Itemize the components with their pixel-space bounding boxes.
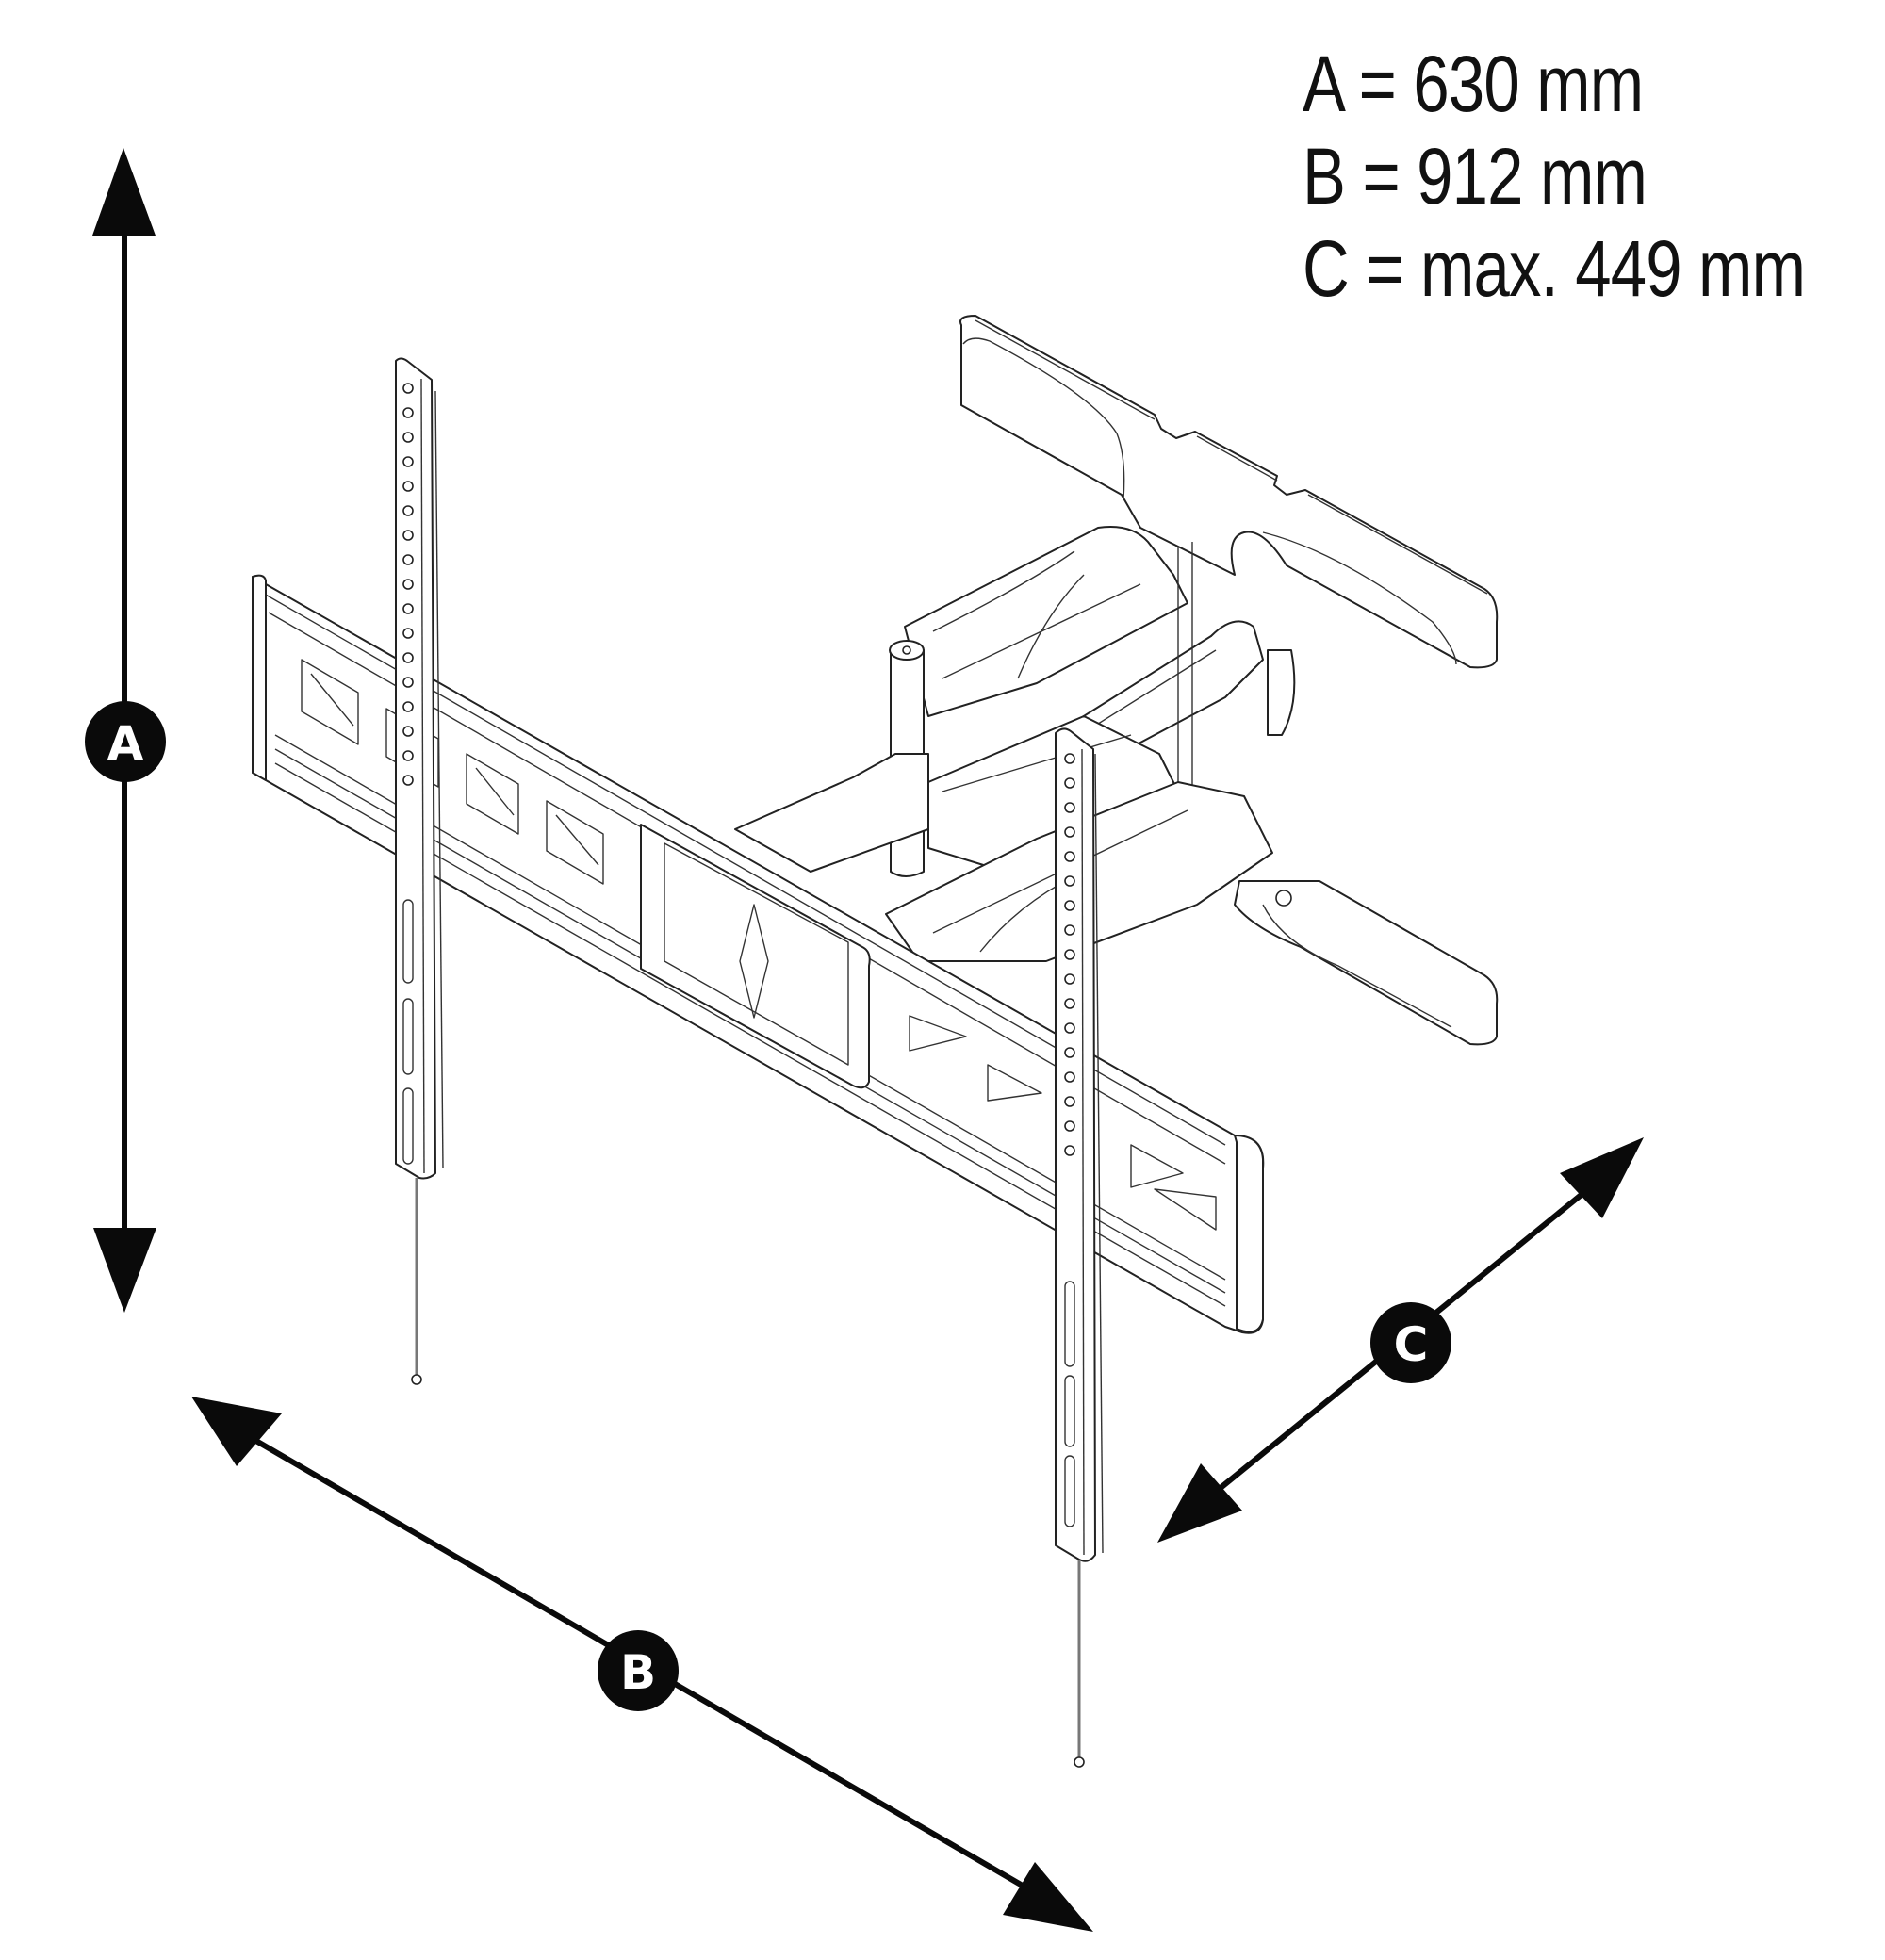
dimension-c-badge [1370,1302,1451,1383]
right-vertical-bracket [1055,727,1104,1768]
bracket-holes-left [402,383,414,786]
lower-arm [734,715,1499,1046]
dimension-b: B [191,1396,1093,1932]
left-vertical-bracket [395,357,444,1385]
dimension-a-badge [85,701,166,782]
legend-row-a: A = 630 mm [1303,40,1644,128]
dimension-b-badge [598,1630,679,1711]
arrowhead-up-icon [92,148,156,236]
arrowhead-down-left-icon [1157,1463,1242,1543]
dimension-b-label: B [620,1645,656,1700]
arrowhead-up-right-icon [1560,1137,1644,1218]
dimension-legend: A = 630 mm B = 912 mm C = max. 449 mm [1303,38,1806,315]
legend-row-b: B = 912 mm [1303,132,1647,220]
dimension-a: A [85,148,166,1313]
legend-row-c: C = max. 449 mm [1303,224,1806,313]
arrowhead-up-left-icon [191,1396,282,1466]
wall-plate [959,315,1499,669]
arrowhead-down-right-icon [1003,1862,1093,1932]
dimension-c-label: C [1394,1317,1429,1372]
arrowhead-down-icon [93,1228,156,1313]
dimension-a-label: A [107,716,144,771]
bracket-holes-right [1064,753,1075,1156]
dimension-c: C [1157,1137,1644,1543]
wall-mount-illustration [252,315,1499,1768]
